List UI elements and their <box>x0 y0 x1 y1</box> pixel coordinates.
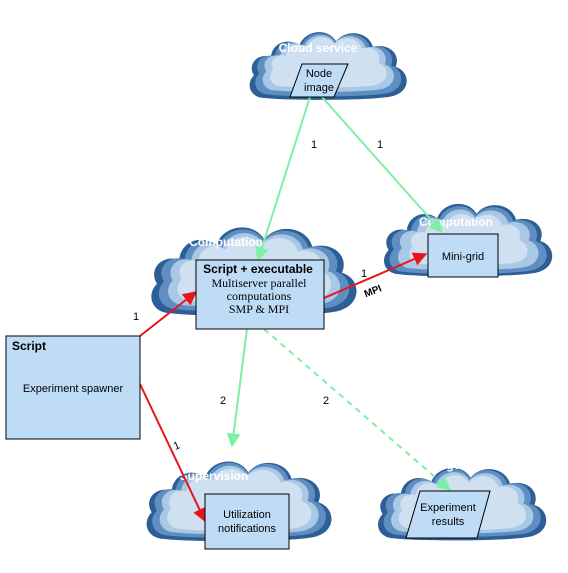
computation-main-cloud: Computation <box>151 227 357 316</box>
edge-script-to-utilization <box>139 383 206 523</box>
mini-grid-box[interactable]: Mini-grid <box>427 233 499 278</box>
experiment-results-box[interactable]: Experiment results <box>405 490 491 539</box>
edge-label-cloud-to-exec: 1 <box>311 139 317 151</box>
utilization-line1: Utilization <box>223 509 271 521</box>
computation-minigrid-title: Computation <box>419 215 493 229</box>
supervision-title: Supervision <box>180 469 249 483</box>
edge-exec-to-supervision <box>226 328 248 448</box>
edge-label-script-to-exec: 1 <box>133 311 139 323</box>
script-executable-line2: computations <box>227 289 292 303</box>
edge-exec-to-storage <box>263 328 452 491</box>
edge-label-script-to-utilization: 1 <box>172 440 182 453</box>
script-executable-line3: SMP & MPI <box>229 302 289 316</box>
supervision-cloud: Supervision <box>146 461 332 542</box>
storage-cloud: Storage <box>378 458 547 541</box>
utilization-line2: notifications <box>218 523 277 535</box>
script-executable-line1: Multiserver parallel <box>212 276 308 290</box>
edge-cloud-to-minigrid <box>321 96 443 234</box>
edge-exec-to-minigrid <box>323 252 428 299</box>
experiment-results-line2: results <box>432 516 465 528</box>
edge-script-to-exec <box>139 291 198 337</box>
cloud-service-title: Cloud service <box>279 41 358 55</box>
node-image-line1: Node <box>306 68 332 80</box>
node-image-line2: image <box>304 82 334 94</box>
utilization-box[interactable]: Utilization notifications <box>204 493 290 550</box>
script-box[interactable]: Script Experiment spawner <box>5 335 141 440</box>
edge-label-exec-to-supervision: 2 <box>220 395 226 407</box>
cloud-service-cloud: Cloud service <box>249 32 407 100</box>
node-image-box[interactable]: Node image <box>289 63 349 98</box>
edge-label-exec-to-storage: 2 <box>323 395 329 407</box>
edge-cloud-to-exec <box>255 96 311 262</box>
script-executable-box[interactable]: Script + executable Multiserver parallel… <box>195 259 325 330</box>
edge-label-mpi: MPI <box>363 283 384 300</box>
script-executable-title: Script + executable <box>203 262 313 276</box>
edge-label-cloud-to-minigrid: 1 <box>377 139 383 151</box>
script-title: Script <box>12 339 46 353</box>
edge-label-exec-to-minigrid: 1 <box>361 268 367 280</box>
mini-grid-label: Mini-grid <box>442 251 484 263</box>
computation-main-title: Computation <box>189 235 263 249</box>
storage-title: Storage <box>416 458 461 472</box>
script-body: Experiment spawner <box>23 383 124 395</box>
experiment-results-line1: Experiment <box>420 502 476 514</box>
